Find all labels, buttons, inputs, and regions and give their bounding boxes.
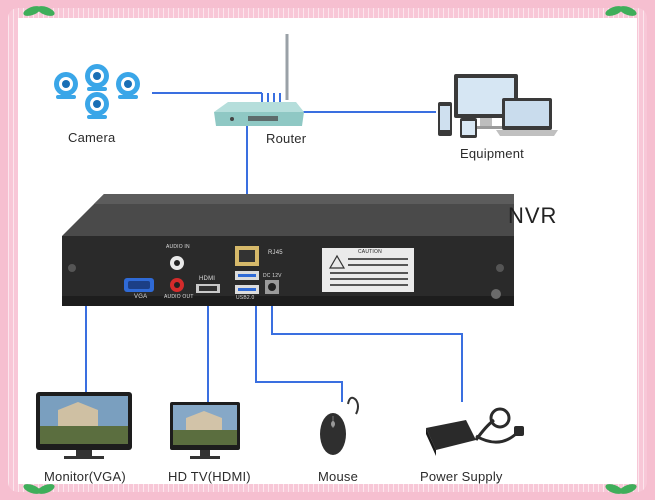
hd-tv-icon [170, 402, 240, 459]
router-label: Router [266, 131, 307, 146]
router-icon [214, 34, 304, 126]
monitor-icon [36, 392, 132, 459]
leaf-decoration-icon [605, 6, 637, 16]
vga-port-label: VGA [134, 294, 148, 300]
camera-icon [85, 92, 109, 119]
audio-out-label: AUDIO OUT [164, 294, 194, 300]
camera-icon [85, 64, 109, 91]
usb-port-label: USB2.0 [236, 295, 255, 301]
usb-mouse-wire [255, 302, 343, 402]
monitor-label: Monitor(VGA) [44, 469, 126, 484]
mouse-icon [320, 396, 359, 455]
leaf-decoration-icon [605, 484, 637, 494]
leaf-decoration-icon [23, 484, 55, 494]
nvr-device-icon [62, 194, 514, 306]
camera-icon [116, 72, 140, 99]
equipment-icon [438, 74, 558, 138]
hdmi-port-label: HDMI [199, 276, 216, 282]
camera-label: Camera [68, 130, 116, 145]
leaf-decoration-icon [23, 6, 55, 16]
power-wire [271, 298, 463, 402]
caution-label: CAUTION [358, 249, 382, 255]
audio-in-label: AUDIO IN [166, 244, 190, 250]
equipment-label: Equipment [460, 146, 524, 161]
camera-group-icon [54, 64, 140, 119]
rj45-port-label: RJ45 [268, 250, 283, 256]
dc-port-label: DC 12V [263, 273, 282, 279]
hd-tv-label: HD TV(HDMI) [168, 469, 251, 484]
power-supply-label: Power Supply [420, 469, 503, 484]
mouse-label: Mouse [318, 469, 359, 484]
camera-icon [54, 72, 78, 99]
power-supply-icon [426, 407, 524, 456]
nvr-label: NVR [508, 203, 558, 228]
